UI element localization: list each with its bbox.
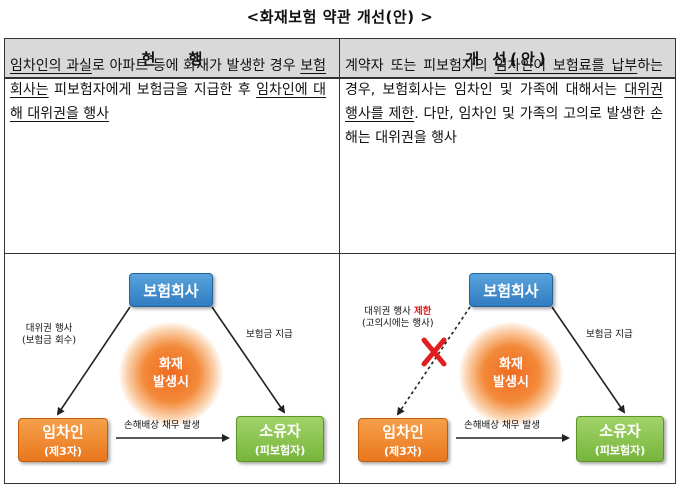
left-fire-badge: 화재 발생시 xyxy=(119,322,223,426)
comparison-table: 현 행 개 선(안) xyxy=(4,38,676,484)
right-insurer-node: 보험회사 xyxy=(469,273,553,307)
improved-text-part-5: . 다만, 임차인 및 가족의 고의로 발생한 손해는 대위권을 행사 xyxy=(345,106,663,146)
right-label-subrogation: 대위권 행사 제한 (고의시에는 행사) xyxy=(362,306,434,330)
right-label-restricted: 제한 xyxy=(413,306,432,317)
left-owner-node: 소유자 (피보험자) xyxy=(236,416,324,462)
current-text-underline-3: 임차인에 대해 대위권을 행사 xyxy=(10,82,326,122)
left-tenant-node: 임차인 (제3자) xyxy=(18,418,108,462)
improved-text-part-1: 계약자 또는 피보험자의 xyxy=(345,58,495,74)
right-fire-line2: 발생시 xyxy=(493,375,529,390)
left-label-subrogation: 대위권 행사 (보험금 회수) xyxy=(22,323,76,347)
column-divider xyxy=(339,39,340,483)
right-tenant-label: 임차인 xyxy=(382,423,424,441)
right-label-subrogation-main: 대위권 행사 xyxy=(364,306,414,317)
row-divider xyxy=(5,253,675,254)
left-label-payment: 보험금 지급 xyxy=(246,329,293,340)
right-label-payment: 보험금 지급 xyxy=(586,329,633,340)
right-tenant-node: 임차인 (제3자) xyxy=(358,418,448,462)
left-label-subrogation-main: 대위권 행사 xyxy=(25,323,73,334)
left-owner-label: 소유자 xyxy=(259,422,301,440)
left-insurer-node: 보험회사 xyxy=(129,273,213,307)
right-label-liability: 손해배상 채무 발생 xyxy=(464,420,540,431)
page-title: <화재보험 약관 개선(안) > xyxy=(246,8,434,26)
header-current: 현 행 xyxy=(5,39,339,79)
right-tenant-sub: (제3자) xyxy=(384,445,422,458)
improved-text-underline-1: 임차인이 보험료를 납부 xyxy=(494,58,638,74)
current-text-underline-2: 보험회사는 xyxy=(10,58,326,98)
left-label-liability: 손해배상 채무 발생 xyxy=(124,420,200,431)
current-text-underline-1: 임차인의 과실 xyxy=(10,58,92,74)
right-owner-sub: (피보험자) xyxy=(594,444,646,457)
left-fire-line2: 발생시 xyxy=(153,375,189,390)
right-owner-label: 소유자 xyxy=(599,422,641,440)
left-tenant-sub: (제3자) xyxy=(44,445,82,458)
right-fire-badge: 화재 발생시 xyxy=(459,322,563,426)
left-insurer-label: 보험회사 xyxy=(143,281,199,300)
right-fire-line1: 화재 xyxy=(499,357,523,372)
current-text-part-4: 피보험자에게 보험금을 지급한 후 xyxy=(48,82,257,98)
right-owner-node: 소유자 (피보험자) xyxy=(576,416,664,462)
left-label-subrogation-sub: (보험금 회수) xyxy=(22,335,77,346)
improved-text-part-3: 하는 경우, 보험회사는 임차인 및 가족에 대해서는 xyxy=(345,58,663,98)
left-owner-sub: (피보험자) xyxy=(254,444,306,457)
right-insurer-label: 보험회사 xyxy=(483,281,539,300)
current-text: 임차인의 과실로 아파트 등에 화재가 발생한 경우 보험회사는 피보험자에게 … xyxy=(10,54,326,126)
right-label-subrogation-sub: (고의시에는 행사) xyxy=(362,318,434,329)
current-text-part-2: 로 아파트 등에 화재가 발생한 경우 xyxy=(91,58,301,74)
improved-text: 계약자 또는 피보험자의 임차인이 보험료를 납부하는 경우, 보험회사는 임차… xyxy=(345,54,663,150)
improved-text-underline-2: 대위권 행사를 제한 xyxy=(345,82,663,122)
left-fire-line1: 화재 xyxy=(159,357,183,372)
left-tenant-label: 임차인 xyxy=(42,423,84,441)
header-improved: 개 선(안) xyxy=(339,39,675,79)
